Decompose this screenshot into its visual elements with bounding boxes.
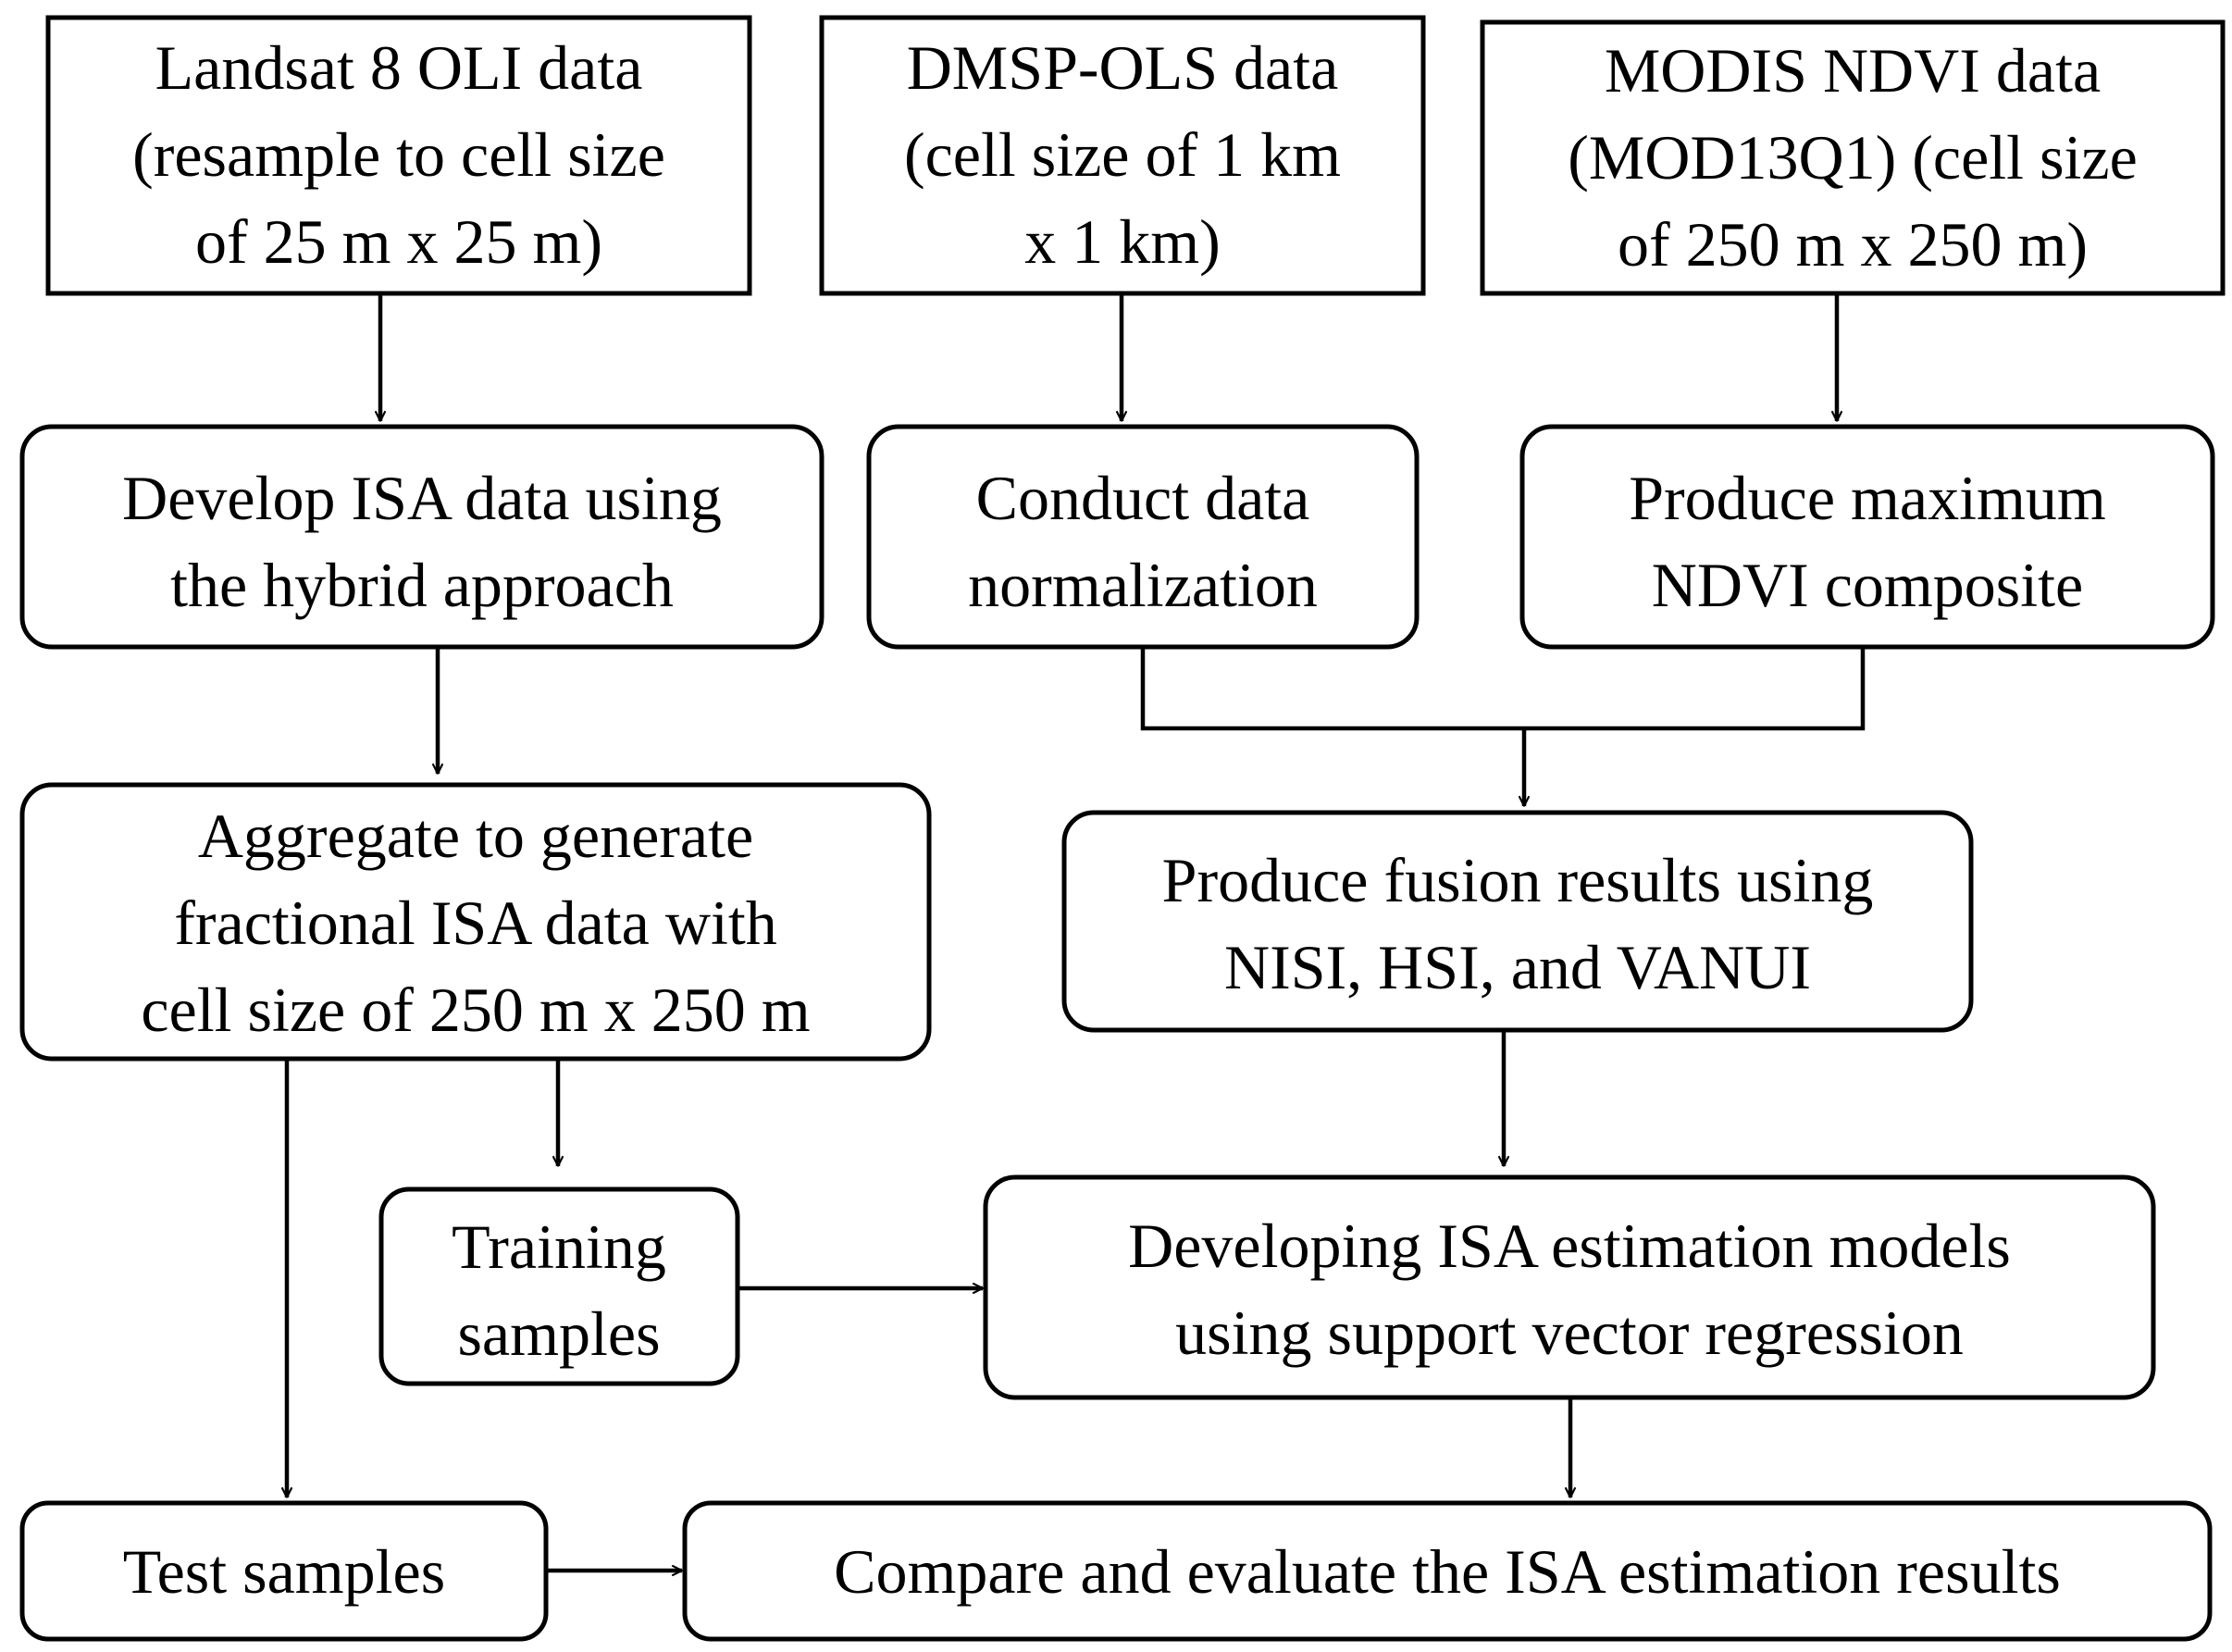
node-dmsp: DMSP-OLS data (cell size of 1 km x 1 km) [819,15,1426,296]
node-normalization-line1: Conduct data [976,463,1310,533]
node-landsat-line3: of 25 m x 25 m) [195,206,602,277]
node-fusion-line2: NISI, HSI, and VANUI [1224,932,1811,1002]
node-normalization: Conduct data normalization [866,424,1420,650]
node-dmsp-line2: (cell size of 1 km [904,119,1341,190]
node-landsat-line2: (resample to cell size [132,119,665,190]
node-training-line2: samples [457,1298,660,1369]
merge-line-normalization-max-ndvi [1140,648,1866,731]
node-models-line2: using support vector regression [1175,1298,1964,1368]
connectors [287,294,1866,1571]
node-modis-line2: (MOD13Q1) (cell size [1568,122,2138,193]
node-compare-line1: Compare and evaluate the ISA estimation … [834,1536,2061,1607]
node-develop-isa-line1: Develop ISA data using [122,463,722,533]
node-max-ndvi-line2: NDVI composite [1652,550,2083,620]
node-dmsp-line3: x 1 km) [1024,206,1221,277]
node-test: Test samples [19,1500,549,1642]
node-normalization-line2: normalization [968,550,1318,620]
node-develop-isa-line2: the hybrid approach [170,550,674,620]
node-aggregate-line2: fractional ISA data with [174,888,776,958]
node-training: Training samples [378,1186,740,1386]
node-aggregate: Aggregate to generate fractional ISA dat… [19,782,932,1062]
node-aggregate-line1: Aggregate to generate [198,801,753,871]
node-modis-line3: of 250 m x 250 m) [1618,209,2088,279]
node-modis-line1: MODIS NDVI data [1605,35,2101,106]
node-landsat: Landsat 8 OLI data (resample to cell siz… [45,15,752,296]
node-modis: MODIS NDVI data (MOD13Q1) (cell size of … [1480,19,2226,296]
node-develop-isa: Develop ISA data using the hybrid approa… [19,424,825,650]
node-models-line1: Developing ISA estimation models [1128,1211,2011,1281]
node-compare: Compare and evaluate the ISA estimation … [682,1500,2213,1642]
node-aggregate-line3: cell size of 250 m x 250 m [141,975,810,1045]
node-max-ndvi-line1: Produce maximum [1629,463,2106,533]
node-max-ndvi: Produce maximum NDVI composite [1519,424,2215,650]
node-models: Developing ISA estimation models using s… [983,1174,2156,1400]
node-test-line1: Test samples [123,1536,445,1607]
node-fusion-line1: Produce fusion results using [1162,845,1874,915]
node-fusion: Produce fusion results using NISI, HSI, … [1061,810,1974,1033]
node-dmsp-line1: DMSP-OLS data [907,32,1339,103]
node-landsat-line1: Landsat 8 OLI data [155,32,643,103]
node-training-line1: Training [452,1211,666,1282]
